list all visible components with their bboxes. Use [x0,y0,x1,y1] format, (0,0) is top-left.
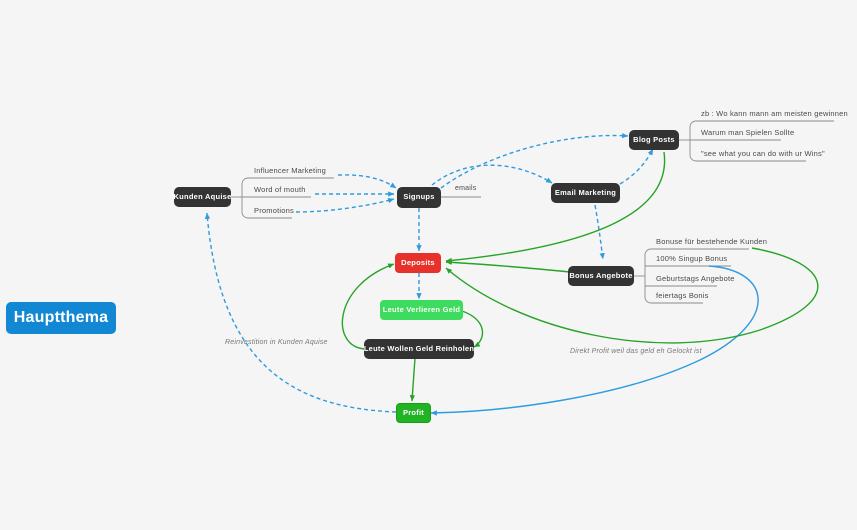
node-blog-posts-label: Blog Posts [633,134,675,144]
leaf-feiertags-bonis[interactable]: feiertags Bonis [656,291,709,300]
node-kunden-aquise-label: Kunden Aquise [173,191,232,201]
note-direkt-profit: Direkt Profit weil das geld eh Gelockt i… [570,348,702,355]
node-bonus-angebote-label: Bonus Angebote [569,270,633,280]
node-leute-wollen-geld-reinholen-label: Leute Wollen Geld Reinholen [363,343,475,353]
blue-solid-edges [430,265,759,416]
node-deposits-label: Deposits [401,257,435,267]
note-reinvestition-in-kunden-aquise: Reinvestition in Kunden Aquise [225,339,328,346]
node-deposits[interactable]: Deposits [395,253,441,273]
node-profit[interactable]: Profit [396,403,431,423]
node-email-marketing-label: Email Marketing [554,187,617,197]
node-profit-label: Profit [402,407,425,417]
leaf-geburtstags-angebote[interactable]: Geburtstags Angebote [656,274,735,283]
edge-label-emails: emails [455,185,477,192]
leaf-see-what-you-can-do-with-ur-wins[interactable]: "see what you can do with ur Wins" [701,149,825,158]
leaf-warum-man-spielen-sollte[interactable]: Warum man Spielen Sollte [701,128,795,137]
node-blog-posts[interactable]: Blog Posts [629,130,679,150]
leaf-100-prozent-singup-bonus[interactable]: 100% Singup Bonus [656,254,728,263]
leaf-promotions[interactable]: Promotions [254,206,294,215]
leaf-bonuse-fuer-bestehende-kunden[interactable]: Bonuse für bestehende Kunden [656,237,768,246]
node-kunden-aquise[interactable]: Kunden Aquise [174,187,231,207]
leaf-word-of-mouth[interactable]: Word of mouth [254,185,306,194]
node-email-marketing[interactable]: Email Marketing [551,183,620,203]
node-leute-verlieren-geld-label: Leute Verlieren Geld [382,304,461,314]
node-leute-verlieren-geld[interactable]: Leute Verlieren Geld [380,300,463,320]
node-signups[interactable]: Signups [397,187,441,208]
leaf-zb-wo-kann-mann-am-meisten-gewinnen[interactable]: zb : Wo kann mann am meisten gewinnen [701,109,848,118]
node-hauptthema-label: Hauptthema [13,309,109,327]
leaf-influencer-marketing[interactable]: Influencer Marketing [254,166,326,175]
node-hauptthema[interactable]: Hauptthema [6,302,116,334]
node-bonus-angebote[interactable]: Bonus Angebote [568,266,634,286]
node-signups-label: Signups [403,192,435,202]
node-leute-wollen-geld-reinholen[interactable]: Leute Wollen Geld Reinholen [364,339,474,359]
